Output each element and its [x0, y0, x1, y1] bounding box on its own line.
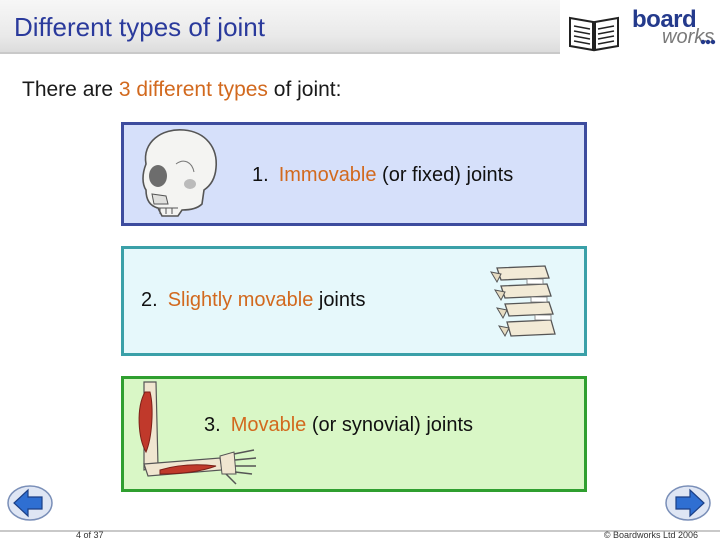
spine-icon	[489, 265, 556, 338]
forward-arrow-icon[interactable]	[664, 484, 712, 522]
joint-rest-1: (or fixed) joints	[376, 164, 514, 186]
joint-highlight-1: Immovable	[278, 164, 377, 186]
joint-box-slightly-movable	[121, 246, 587, 356]
joint-item-immovable: 1. Immovable (or fixed) joints	[252, 164, 513, 187]
joint-highlight-3: Movable	[230, 414, 307, 436]
joint-rest-2: joints	[313, 289, 366, 311]
intro-highlight: 3 different types	[118, 78, 268, 101]
joint-highlight-2: Slightly movable	[167, 289, 314, 311]
joint-number-1: 1.	[252, 164, 269, 186]
joint-number-3: 3.	[204, 414, 221, 436]
joint-box-movable	[121, 376, 587, 492]
intro-prefix: There are	[22, 78, 119, 101]
logo-dots-icon	[700, 39, 716, 45]
skull-icon	[142, 129, 217, 217]
slide-title: Different types of joint	[14, 12, 265, 42]
copyright-text: © Boardworks Ltd 2006	[603, 530, 698, 540]
intro-text: There are 3 different types of joint:	[22, 78, 341, 102]
joint-rest-3: (or synovial) joints	[306, 414, 474, 436]
joint-number-2: 2.	[141, 289, 158, 311]
joint-item-slightly-movable: 2. Slightly movable joints	[141, 289, 366, 312]
joint-item-movable: 3. Movable (or synovial) joints	[204, 414, 473, 437]
logo-board-text: board	[632, 6, 697, 33]
title-bar: Different types of joint	[0, 0, 560, 54]
footer-divider	[0, 530, 720, 532]
boardworks-logo: board works	[628, 6, 718, 50]
arm-icon	[138, 381, 257, 485]
book-icon[interactable]	[566, 10, 622, 54]
back-arrow-icon[interactable]	[6, 484, 54, 522]
page-number: 4 of 37	[76, 530, 104, 540]
intro-suffix: of joint:	[267, 78, 342, 101]
